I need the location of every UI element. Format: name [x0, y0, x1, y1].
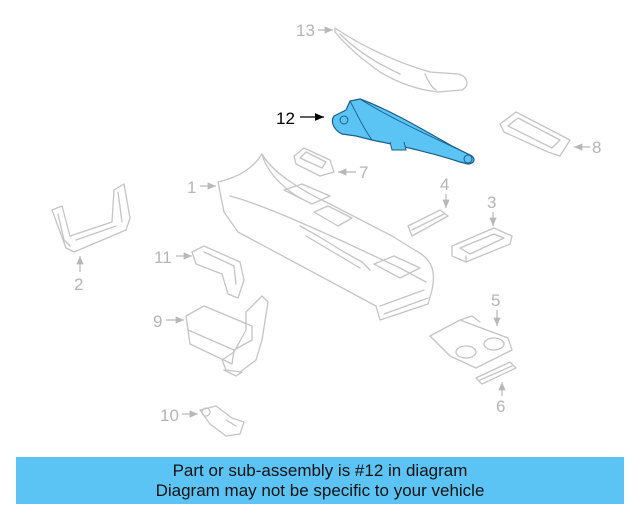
- part-8: [499, 111, 571, 157]
- banner-line-1: Part or sub-assembly is #12 in diagram: [172, 460, 468, 480]
- part-13-boot: [334, 27, 468, 93]
- part-3: [451, 227, 513, 263]
- callout-10: 10: [160, 406, 179, 425]
- callout-4: 4: [440, 175, 449, 194]
- part-9-armrest: [185, 295, 269, 377]
- callout-5: 5: [491, 291, 500, 310]
- callout-2: 2: [74, 275, 83, 294]
- callout-9: 9: [153, 312, 162, 331]
- callout-7: 7: [359, 163, 368, 182]
- part-10: [199, 405, 245, 437]
- part-6: [475, 361, 517, 385]
- part-2-bracket: [51, 183, 131, 253]
- callout-13: 13: [296, 21, 315, 40]
- callout-3: 3: [487, 193, 496, 212]
- part-11: [191, 245, 245, 299]
- part-5-cup-holder: [429, 315, 513, 369]
- callout-11: 11: [154, 248, 172, 267]
- callout-12: 12: [276, 109, 295, 128]
- part-4: [407, 209, 449, 237]
- part-7: [293, 147, 335, 177]
- info-banner: Part or sub-assembly is #12 in diagram D…: [16, 457, 624, 504]
- part-1-center-console: [217, 153, 435, 321]
- banner-line-2: Diagram may not be specific to your vehi…: [155, 480, 485, 500]
- callout-8: 8: [592, 138, 601, 157]
- callout-1: 1: [187, 178, 196, 197]
- part-12-parking-brake-lever: [331, 98, 475, 165]
- callout-6: 6: [496, 397, 505, 416]
- parts-diagram: 13 12 8 7 1: [51, 21, 601, 437]
